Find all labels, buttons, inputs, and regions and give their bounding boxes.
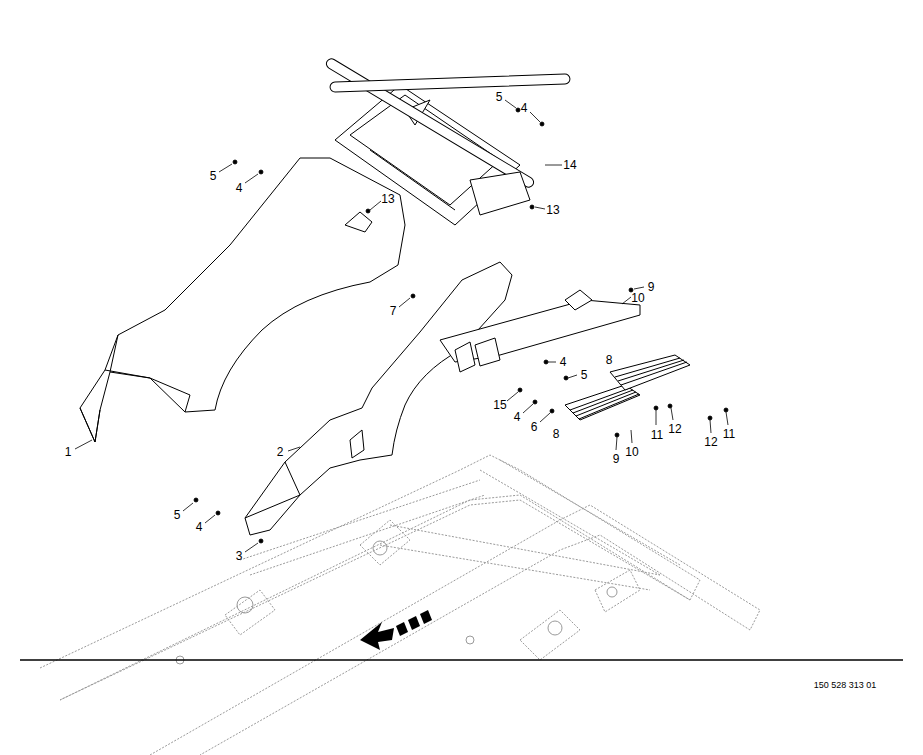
callout-number: 3: [236, 549, 243, 563]
callout-number: 8: [553, 427, 560, 441]
callout-number: 13: [381, 192, 394, 206]
callout-number: 2: [277, 445, 284, 459]
callout-number: 4: [521, 101, 528, 115]
callout-number: 4: [514, 410, 521, 424]
callout-number: 5: [496, 90, 503, 104]
callout-number: 6: [531, 420, 538, 434]
drawing-number: 150 528 313 01: [814, 678, 877, 692]
callout-number: 10: [625, 445, 638, 459]
callout-number: 10: [631, 291, 644, 305]
callout-number: 1: [65, 445, 72, 459]
callout-number: 5: [210, 169, 217, 183]
callout-number: 5: [174, 508, 181, 522]
callout-number: 11: [651, 428, 663, 442]
callout-number: 4: [196, 520, 203, 534]
callout-number: 4: [236, 181, 243, 195]
callout-number: 8: [606, 353, 613, 367]
callout-number: 4: [560, 355, 567, 369]
callout-number: 9: [613, 452, 620, 466]
callout-number: 14: [563, 158, 576, 172]
callout-number: 13: [546, 203, 559, 217]
callout-number: 7: [390, 304, 397, 318]
callout-number: 15: [493, 398, 506, 412]
callout-number: 12: [704, 435, 717, 449]
callout-number: 9: [648, 280, 655, 294]
callout-number: 11: [723, 427, 735, 441]
callout-number: 12: [668, 422, 681, 436]
callout-number: 5: [581, 368, 588, 382]
